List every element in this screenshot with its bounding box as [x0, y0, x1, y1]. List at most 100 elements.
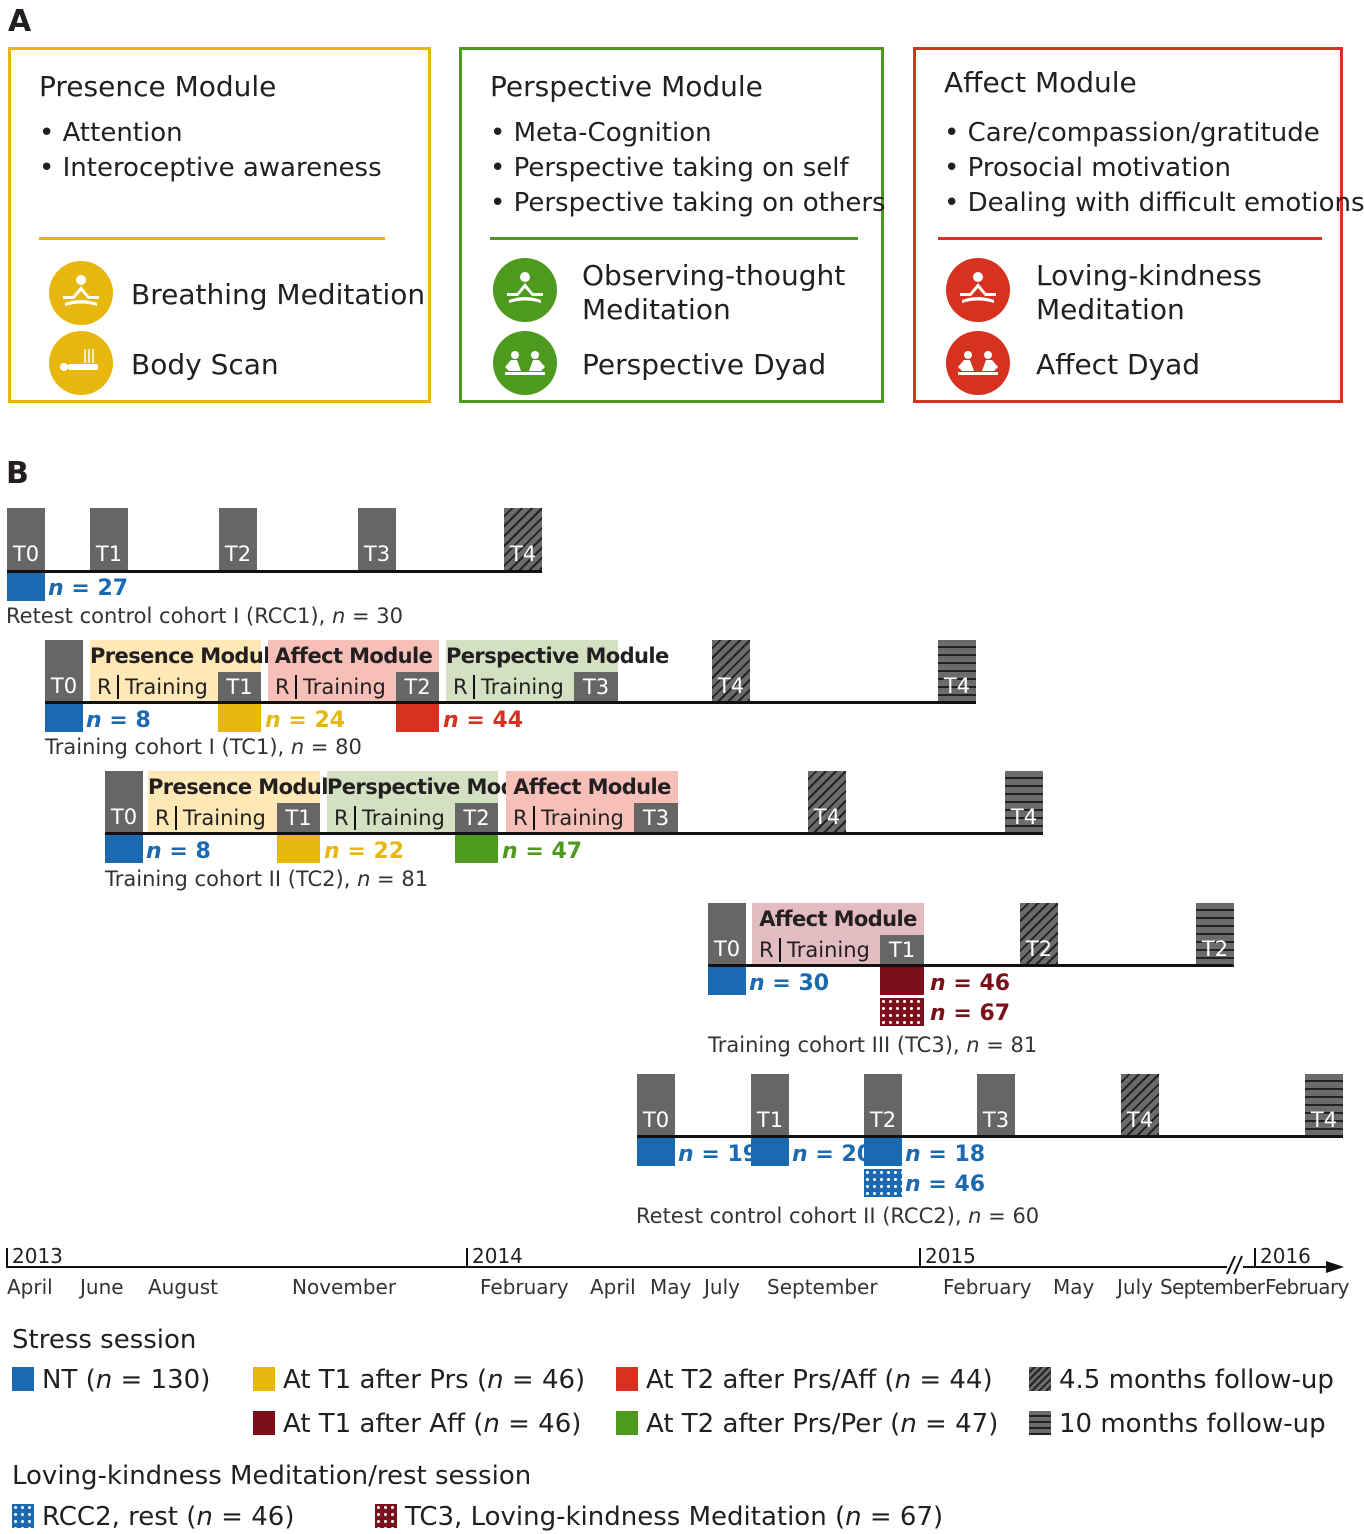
n-value: 46	[979, 971, 1011, 996]
cohort-timeline	[708, 964, 1233, 967]
n-value: 30	[798, 971, 830, 996]
r-label: R	[155, 806, 170, 830]
phase-row: R Training	[90, 672, 218, 702]
n-value: 67	[979, 1001, 1011, 1026]
cohort-caption: Retest control cohort II (RCC2), n = 60	[636, 1204, 1040, 1228]
stress-session-title: Stress session	[12, 1325, 197, 1355]
dotted-swatch-icon	[12, 1504, 34, 1528]
striped-swatch-icon	[1029, 1411, 1051, 1435]
legend-rcc2-rest: RCC2, rest (n = 46)	[12, 1502, 294, 1532]
legend-text: At T1 after Prs (	[283, 1365, 488, 1395]
caption-n: 30	[376, 604, 403, 628]
training-label: Training	[125, 675, 208, 699]
n-value: 24	[314, 708, 346, 733]
practice-label: Loving-kindness Meditation	[1036, 259, 1262, 326]
cohort-caption: Training cohort III (TC3), n = 81	[708, 1033, 1038, 1057]
r-label: R	[334, 806, 349, 830]
timepoint-t3: T3	[358, 508, 396, 572]
legend-n: 47	[955, 1409, 989, 1439]
legend-text: At T2 after Prs/Aff (	[646, 1365, 895, 1395]
hatched-swatch-icon	[1029, 1367, 1051, 1391]
timepoint-t1: T1	[751, 1074, 789, 1138]
phase-separator	[473, 675, 475, 699]
module-title: Perspective Module	[490, 70, 763, 103]
legend-t1-prs: At T1 after Prs (n = 46)	[253, 1365, 585, 1395]
year-label: 2016	[1260, 1244, 1311, 1268]
cohort-timeline	[7, 570, 542, 573]
stress-session-t2-prs-per	[455, 835, 498, 863]
month-label: July	[1117, 1275, 1153, 1299]
timepoint-t2: T2	[219, 508, 257, 572]
axis-break	[1226, 1255, 1243, 1275]
year-tick	[466, 1248, 468, 1266]
n-value: 44	[492, 708, 524, 733]
training-label: Training	[541, 806, 624, 830]
n-label: n = 27	[48, 576, 129, 601]
legend-text: At T2 after Prs/Per (	[646, 1409, 901, 1439]
month-label: November	[292, 1275, 397, 1299]
legend-swatch	[253, 1367, 275, 1391]
stress-session-t2-prs-aff	[396, 704, 439, 732]
legend-n: 46	[541, 1365, 576, 1395]
stress-session-nt	[7, 573, 45, 601]
module-divider	[490, 237, 858, 240]
module-divider	[938, 237, 1322, 240]
practice-label: Body Scan	[131, 348, 279, 381]
dyad-icon	[493, 331, 557, 395]
n-label: n = 47	[502, 839, 583, 864]
perspective-module-header: Perspective Module	[446, 640, 669, 672]
legend-n: 46	[251, 1502, 285, 1532]
r-label: R	[453, 675, 468, 699]
legend-n: 44	[949, 1365, 983, 1395]
timepoint-t4-followup: T4	[1305, 1074, 1343, 1138]
legend-followup-4-5: 4.5 months follow-up	[1029, 1365, 1334, 1395]
month-label: July	[704, 1275, 740, 1299]
r-label: R	[275, 675, 290, 699]
timepoint-t0: T0	[7, 508, 45, 572]
caption-text: Retest control cohort I (RCC1),	[6, 604, 332, 628]
stress-session-nt	[637, 1138, 675, 1166]
cohort-caption: Training cohort II (TC2), n = 81	[105, 867, 429, 891]
practice-label: Perspective Dyad	[582, 348, 827, 381]
timepoint-t2: T2	[864, 1074, 902, 1138]
timepoint-t2-followup: T2	[1020, 903, 1058, 967]
n-label: n = 30	[749, 971, 830, 996]
stress-session-nt	[45, 704, 83, 732]
month-label: August	[148, 1275, 218, 1299]
legend-text: 10 months follow-up	[1059, 1409, 1326, 1439]
module-bullets: • Attention • Interoceptive awareness	[39, 116, 382, 186]
affect-module-header: Affect Module	[506, 771, 678, 803]
legend-t2-prs-per: At T2 after Prs/Per (n = 47)	[616, 1409, 998, 1439]
year-label: 2015	[925, 1244, 976, 1268]
legend-text: At T1 after Aff (	[283, 1409, 484, 1439]
year-tick	[6, 1248, 8, 1266]
legend-swatch	[616, 1411, 638, 1435]
legend-swatch	[12, 1367, 34, 1391]
timepoint-t1: T1	[218, 672, 261, 702]
stress-session-nt	[105, 835, 143, 863]
practice-label: Observing-thought Meditation	[582, 259, 846, 326]
legend-n: 46	[538, 1409, 572, 1439]
month-label: April	[7, 1275, 53, 1299]
phase-separator	[117, 675, 119, 699]
affect-module-header: Affect Module	[752, 903, 924, 935]
cohort-caption: Training cohort I (TC1), n = 80	[45, 735, 362, 759]
caption-n: 81	[1010, 1033, 1038, 1057]
month-label: May	[1053, 1275, 1095, 1299]
n-label: n = 18	[905, 1142, 986, 1167]
timepoint-t0: T0	[105, 771, 143, 835]
training-label: Training	[481, 675, 564, 699]
phase-separator	[295, 675, 297, 699]
n-label: n = 67	[930, 1001, 1011, 1026]
caption-text: Training cohort II (TC2),	[105, 867, 358, 891]
legend-text: RCC2, rest (	[42, 1502, 197, 1532]
n-value: 47	[551, 839, 583, 864]
bullet: • Perspective taking on others	[490, 188, 886, 218]
perspective-module-box: Perspective Module • Meta-Cognition • Pe…	[459, 47, 886, 403]
n-label: n = 46	[930, 971, 1011, 996]
legend-n: 130	[150, 1365, 201, 1395]
r-label: R	[97, 675, 112, 699]
